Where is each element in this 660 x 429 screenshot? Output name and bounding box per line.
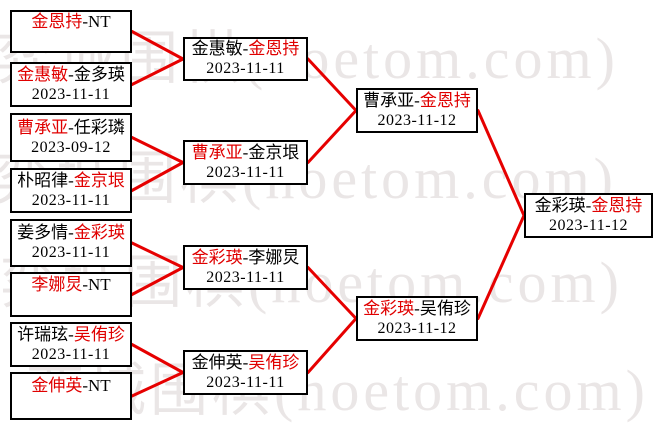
match-box-r1-4: 朴昭律-金京垠 2023-11-11: [10, 168, 132, 213]
match-box-final: 金彩瑛-金恩持 2023-11-12: [524, 193, 653, 238]
match-players: 金伸英-吴侑珍: [192, 353, 300, 373]
player-name: 吴侑珍: [73, 324, 125, 344]
name-separator: -: [242, 352, 249, 372]
name-separator: -: [68, 117, 74, 137]
player-name: 曹承亚: [363, 90, 415, 110]
name-separator: -: [68, 64, 74, 84]
match-box-r1-3: 曹承亚-任彩璘 2023-09-12: [10, 113, 132, 162]
player-name: 金恩持: [248, 39, 300, 58]
name-separator: -: [68, 223, 74, 242]
name-separator: -: [82, 376, 88, 395]
match-players: 姜多情-金彩瑛: [17, 223, 125, 243]
player-name: 金惠敏: [191, 39, 243, 58]
player-name: 李娜炅: [248, 247, 300, 267]
match-players: 朴昭律-金京垠: [17, 171, 125, 191]
name-separator: -: [242, 39, 249, 58]
player-name: 金恩持: [591, 195, 643, 215]
match-players: 许瑞玹-吴侑珍: [17, 325, 125, 345]
name-separator: -: [82, 274, 88, 294]
match-players: 金彩瑛-吴侑珍: [363, 299, 471, 319]
player-name: NT: [88, 376, 111, 395]
player-name: 吴侑珍: [248, 352, 300, 372]
name-separator: -: [68, 324, 74, 344]
name-separator: -: [414, 298, 420, 318]
player-name: 金彩瑛: [73, 223, 125, 242]
player-name: NT: [88, 274, 111, 294]
match-date: 2023-11-12: [548, 216, 629, 234]
match-players: 金彩瑛-李娜炅: [192, 248, 300, 268]
player-name: 金彩瑛: [534, 195, 586, 215]
match-box-r1-7: 许瑞玹-吴侑珍 2023-11-11: [10, 322, 132, 367]
match-box-r2-3: 金彩瑛-李娜炅 2023-11-11: [183, 245, 308, 290]
player-name: 金多瑛: [73, 64, 125, 84]
match-date: 2023-11-11: [31, 191, 111, 209]
player-name: 金惠敏: [17, 64, 69, 84]
match-box-r1-8: 金伸英-NT: [10, 372, 132, 420]
player-name: 曹承亚: [17, 117, 69, 137]
name-separator: -: [585, 195, 592, 215]
match-players: 金彩瑛-金恩持: [535, 196, 643, 216]
match-date: 2023-11-12: [377, 111, 457, 129]
match-box-r3-1: 曹承亚-金恩持 2023-11-12: [356, 88, 478, 133]
match-box-r3-2: 金彩瑛-吴侑珍 2023-11-12: [356, 296, 478, 341]
player-name: 曹承亚: [191, 142, 243, 162]
name-separator: -: [414, 90, 420, 110]
player-name: 金京垠: [248, 142, 300, 162]
player-name: 任彩璘: [73, 117, 125, 137]
name-separator: -: [242, 142, 249, 162]
player-name: 金恩持: [419, 90, 471, 110]
match-date: 2023-11-12: [377, 319, 457, 337]
match-players: 金惠敏-金恩持: [192, 39, 300, 59]
match-box-r2-4: 金伸英-吴侑珍 2023-11-11: [183, 350, 308, 395]
match-box-r2-1: 金惠敏-金恩持 2023-11-11: [183, 37, 308, 81]
match-box-r2-2: 曹承亚-金京垠 2023-11-11: [183, 140, 308, 185]
player-name: NT: [88, 11, 111, 31]
name-separator: -: [68, 170, 74, 190]
player-name: 金彩瑛: [363, 298, 415, 318]
match-box-r1-2: 金惠敏-金多瑛 2023-11-11: [10, 62, 132, 107]
player-name: 姜多情: [17, 223, 69, 242]
match-players: 李娜炅-NT: [31, 275, 110, 295]
match-date: 2023-09-12: [31, 138, 111, 156]
match-players: 曹承亚-金恩持: [363, 91, 471, 111]
player-name: 金伸英: [191, 352, 243, 372]
player-name: 朴昭律: [17, 170, 69, 190]
match-box-r1-1: 金恩持-NT: [10, 10, 132, 53]
match-players: 金恩持-NT: [31, 12, 110, 32]
match-box-r1-5: 姜多情-金彩瑛 2023-11-11: [10, 219, 132, 267]
player-name: 金京垠: [73, 170, 125, 190]
name-separator: -: [242, 247, 249, 267]
match-date: 2023-11-11: [206, 163, 285, 181]
match-players: 金伸英-NT: [31, 376, 110, 396]
match-date: 2023-11-11: [31, 345, 111, 363]
match-date: 2023-11-11: [206, 373, 285, 391]
player-name: 许瑞玹: [17, 324, 69, 344]
match-box-r1-6: 李娜炅-NT: [10, 272, 132, 317]
player-name: 吴侑珍: [419, 298, 471, 318]
player-name: 金伸英: [31, 376, 83, 395]
player-name: 金恩持: [31, 11, 83, 31]
match-players: 曹承亚-任彩璘: [17, 118, 125, 138]
player-name: 金彩瑛: [191, 247, 243, 267]
player-name: 李娜炅: [31, 274, 83, 294]
match-players: 金惠敏-金多瑛: [17, 65, 125, 85]
match-date: 2023-11-11: [206, 268, 285, 286]
match-date: 2023-11-11: [31, 244, 111, 261]
match-players: 曹承亚-金京垠: [192, 143, 300, 163]
match-date: 2023-11-11: [31, 85, 111, 103]
name-separator: -: [82, 11, 88, 31]
match-date: 2023-11-11: [206, 60, 285, 77]
